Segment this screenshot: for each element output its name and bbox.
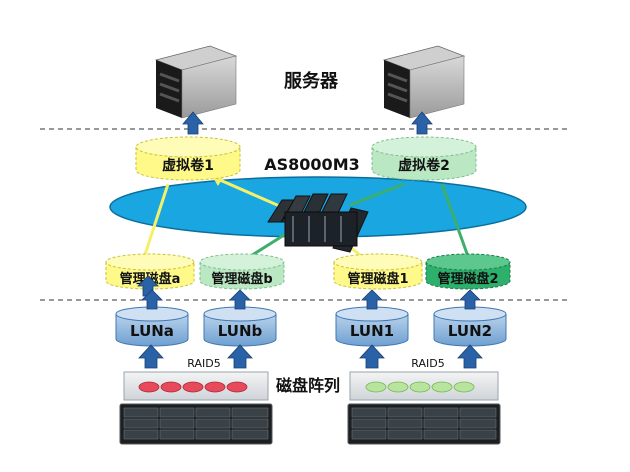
arrow-up-icon bbox=[227, 344, 253, 369]
lun-label: LUN2 bbox=[448, 322, 492, 340]
lun-label: LUNb bbox=[218, 322, 263, 340]
lun-label: LUN1 bbox=[350, 322, 394, 340]
disk-array-enclosure-left bbox=[119, 403, 273, 445]
raid-group-left: RAID5 bbox=[123, 357, 269, 401]
managed-disk-label: 管理磁盘b bbox=[211, 271, 272, 287]
virtual-volume-label: 虚拟卷2 bbox=[398, 157, 450, 174]
arrow-up-icon bbox=[229, 289, 251, 310]
managed-disk-label: 管理磁盘2 bbox=[437, 271, 498, 287]
arrow-up-icon bbox=[411, 111, 433, 135]
managed-disk-label: 管理磁盘1 bbox=[347, 271, 408, 287]
lun-2: LUN2 bbox=[433, 306, 507, 347]
arrow-up-icon bbox=[182, 111, 204, 135]
managed-disk-a: 管理磁盘a bbox=[105, 253, 195, 290]
arrow-up-icon bbox=[359, 344, 385, 369]
servers-label: 服务器 bbox=[284, 70, 339, 92]
managed-disk-b: 管理磁盘b bbox=[199, 253, 285, 290]
arrow-up-icon bbox=[361, 289, 383, 310]
virtual-volume-2: 虚拟卷2 bbox=[371, 136, 477, 181]
lun-a: LUNa bbox=[115, 306, 189, 347]
managed-disk-2: 管理磁盘2 bbox=[425, 253, 511, 290]
raid-disks bbox=[365, 381, 475, 393]
virtualizer-device-icon bbox=[267, 193, 369, 253]
lun-1: LUN1 bbox=[335, 306, 409, 347]
managed-disk-1: 管理磁盘1 bbox=[333, 253, 423, 290]
virtualizer-label: AS8000M3 bbox=[264, 155, 360, 174]
virtual-volume-label: 虚拟卷1 bbox=[162, 157, 214, 174]
virtual-volume-1: 虚拟卷1 bbox=[135, 136, 241, 181]
lun-label: LUNa bbox=[130, 322, 174, 340]
arrow-up-icon bbox=[141, 289, 163, 310]
arrow-up-icon bbox=[138, 344, 164, 369]
arrow-up-icon bbox=[459, 289, 481, 310]
server-left bbox=[154, 45, 238, 119]
lun-b: LUNb bbox=[203, 306, 277, 347]
raid-label: RAID5 bbox=[411, 357, 444, 370]
raid-disks bbox=[138, 381, 248, 393]
raid-group-right: RAID5 bbox=[349, 357, 499, 401]
up-arrows bbox=[137, 111, 483, 369]
arrow-up-icon bbox=[457, 344, 483, 369]
disk-array-label: 磁盘阵列 bbox=[276, 376, 340, 395]
server-right bbox=[382, 45, 466, 119]
disk-array-enclosure-right bbox=[347, 403, 501, 445]
raid-label: RAID5 bbox=[187, 357, 220, 370]
